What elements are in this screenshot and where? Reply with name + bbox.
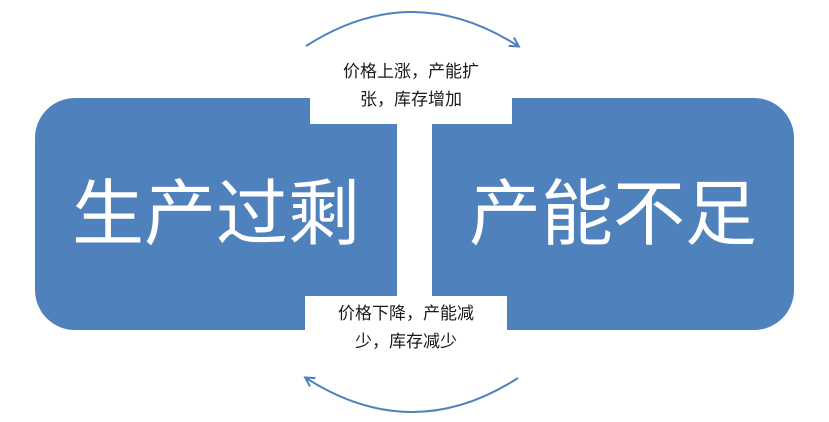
price-rise-line-1: 价格上涨，产能扩 bbox=[343, 62, 479, 82]
overproduction-label: 生产过剩 bbox=[71, 172, 360, 256]
capacity-shortage-box: 产能不足 bbox=[432, 98, 794, 330]
price-rise-label: 价格上涨，产能扩 张，库存增加 bbox=[310, 54, 512, 124]
price-fall-label: 价格下降，产能减 少，库存减少 bbox=[305, 296, 507, 366]
top-arrow bbox=[305, 11, 518, 46]
price-rise-line-2: 张，库存增加 bbox=[360, 90, 462, 110]
price-fall-line-2: 少，库存减少 bbox=[355, 332, 457, 352]
overproduction-box: 生产过剩 bbox=[35, 98, 397, 330]
bottom-arrow bbox=[306, 378, 519, 413]
capacity-shortage-label: 产能不足 bbox=[468, 172, 757, 256]
price-fall-line-1: 价格下降，产能减 bbox=[338, 304, 474, 324]
